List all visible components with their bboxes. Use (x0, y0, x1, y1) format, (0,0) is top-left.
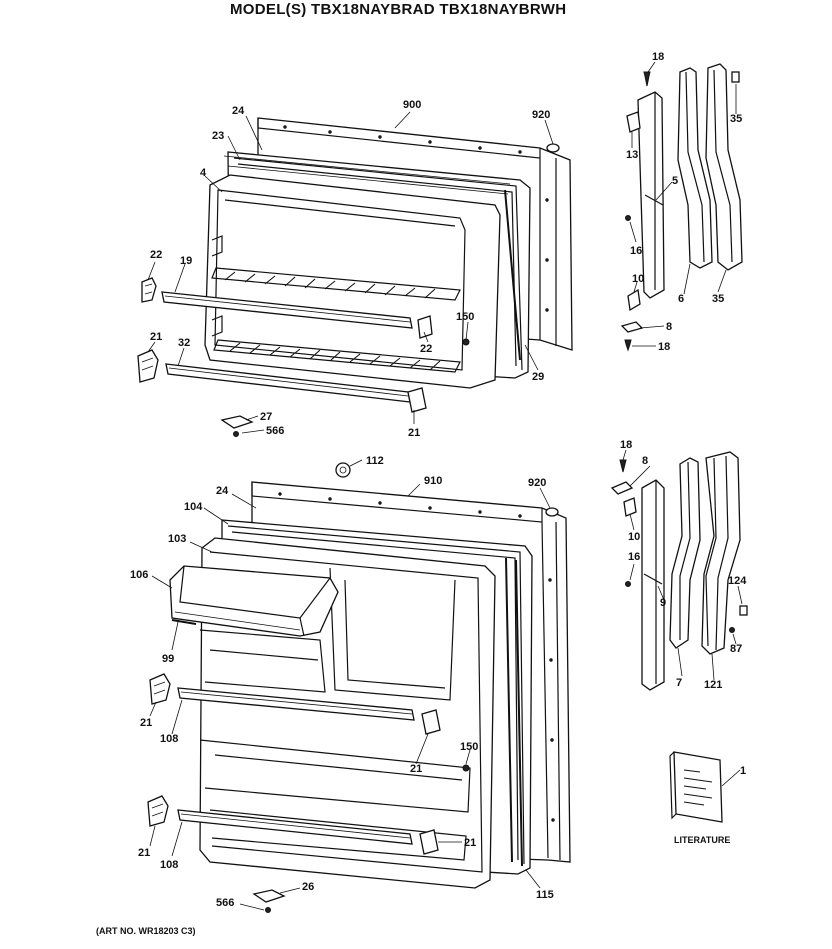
callout-106: 106 (130, 569, 148, 581)
callout-8-lower: 8 (642, 455, 648, 467)
callout-21-left-top: 21 (150, 331, 162, 343)
bracket-21-d (419, 829, 439, 855)
callout-26: 26 (302, 881, 314, 893)
callout-21-right-top: 21 (408, 427, 420, 439)
cap-35 (731, 71, 740, 83)
bracket-21-b (421, 709, 441, 735)
callout-124: 124 (728, 575, 747, 587)
callout-920-bottom: 920 (528, 477, 546, 489)
handle-9 (641, 479, 665, 691)
freezer-door-assembly (137, 117, 573, 437)
callout-5: 5 (672, 175, 678, 187)
callout-10-lower: 10 (628, 531, 640, 543)
fresh-food-handle-parts (610, 451, 748, 691)
callout-21-b: 21 (410, 763, 422, 775)
callout-24-bottom: 24 (216, 485, 229, 497)
callout-23: 23 (212, 130, 224, 142)
clip-13 (626, 111, 641, 133)
dairy-door-106 (169, 565, 339, 637)
clip-8-top (620, 321, 644, 333)
shelf-bar-108-top (177, 687, 415, 721)
callout-18-top: 18 (652, 51, 664, 63)
clip-8-lower (610, 481, 634, 495)
callout-22-left: 22 (150, 249, 162, 261)
callout-19: 19 (180, 255, 192, 267)
bracket-21-a (149, 673, 171, 705)
plate-27 (220, 415, 254, 429)
callout-9: 9 (660, 597, 666, 609)
freezer-shelf-bar-19 (161, 291, 413, 329)
bracket-22-left (141, 277, 157, 303)
diagram-title: MODEL(S) TBX18NAYBRAD TBX18NAYBRWH (230, 1, 566, 18)
callout-24-top: 24 (232, 105, 245, 117)
callout-10-top: 10 (632, 273, 644, 285)
callout-21-c: 21 (138, 847, 150, 859)
screw-16-top (625, 215, 631, 221)
callout-104: 104 (184, 501, 203, 513)
callout-920-top: 920 (532, 109, 550, 121)
plate-26 (252, 889, 286, 903)
callout-16-lower: 16 (628, 551, 640, 563)
callout-21-d: 21 (464, 837, 476, 849)
freezer-handle-parts (620, 63, 743, 352)
cap-124 (739, 605, 748, 616)
callout-35-cap: 35 (730, 113, 742, 125)
callout-21-a: 21 (140, 717, 152, 729)
bracket-21-right (407, 387, 427, 413)
screw-18-bottom (624, 339, 632, 352)
screw-16-lower (625, 581, 631, 587)
callout-115: 115 (536, 889, 554, 901)
callout-16-top: 16 (630, 245, 642, 257)
screw-566-bottom (265, 907, 271, 913)
bracket-21-c (147, 795, 169, 827)
callout-900: 900 (403, 99, 421, 111)
bracket-21-left (137, 349, 159, 383)
callout-103: 103 (168, 533, 186, 545)
callout-32: 32 (178, 337, 190, 349)
handle-trim-7 (669, 457, 701, 649)
callout-29: 29 (532, 371, 544, 383)
fresh-food-door-assembly (147, 462, 571, 913)
cap-10-top (627, 288, 641, 312)
callout-108-bottom: 108 (160, 859, 178, 871)
callout-8-top: 8 (666, 321, 672, 333)
screw-18-lower (619, 459, 627, 473)
plug-920-bottom (545, 507, 559, 517)
plug-112 (335, 462, 351, 478)
cap-10-lower (623, 497, 637, 517)
callout-108-top: 108 (160, 733, 178, 745)
callout-566-top: 566 (266, 425, 284, 437)
callout-150-bottom: 150 (460, 741, 478, 753)
bracket-22-right (417, 315, 433, 339)
literature-booklet: LITERATURE (669, 751, 730, 845)
callout-1: 1 (740, 765, 746, 777)
screw-566 (233, 431, 239, 437)
art-number: (ART NO. WR18203 C3) (96, 926, 196, 936)
callout-910: 910 (424, 475, 442, 487)
literature-label: LITERATURE (674, 835, 730, 845)
callout-150-top: 150 (456, 311, 474, 323)
callout-566-bottom: 566 (216, 897, 234, 909)
callout-87: 87 (730, 643, 742, 655)
callout-35-trim: 35 (712, 293, 724, 305)
callout-4: 4 (200, 167, 207, 179)
callout-121: 121 (704, 679, 722, 691)
callout-27: 27 (260, 411, 272, 423)
handle-trim-6 (677, 67, 713, 269)
screw-87 (729, 627, 735, 633)
screw-18-top (643, 71, 651, 87)
callout-22-right: 22 (420, 343, 432, 355)
callout-18-lower: 18 (620, 439, 632, 451)
handle-trim-121 (701, 451, 741, 655)
plug-920 (546, 143, 560, 153)
callout-7: 7 (676, 677, 682, 689)
callout-6: 6 (678, 293, 684, 305)
shelf-bar-108-bottom (177, 809, 413, 845)
callout-99: 99 (162, 653, 174, 665)
callout-13: 13 (626, 149, 638, 161)
screw-150-bottom (462, 764, 470, 772)
callout-112: 112 (366, 455, 384, 467)
callout-18-bottom: 18 (658, 341, 670, 353)
